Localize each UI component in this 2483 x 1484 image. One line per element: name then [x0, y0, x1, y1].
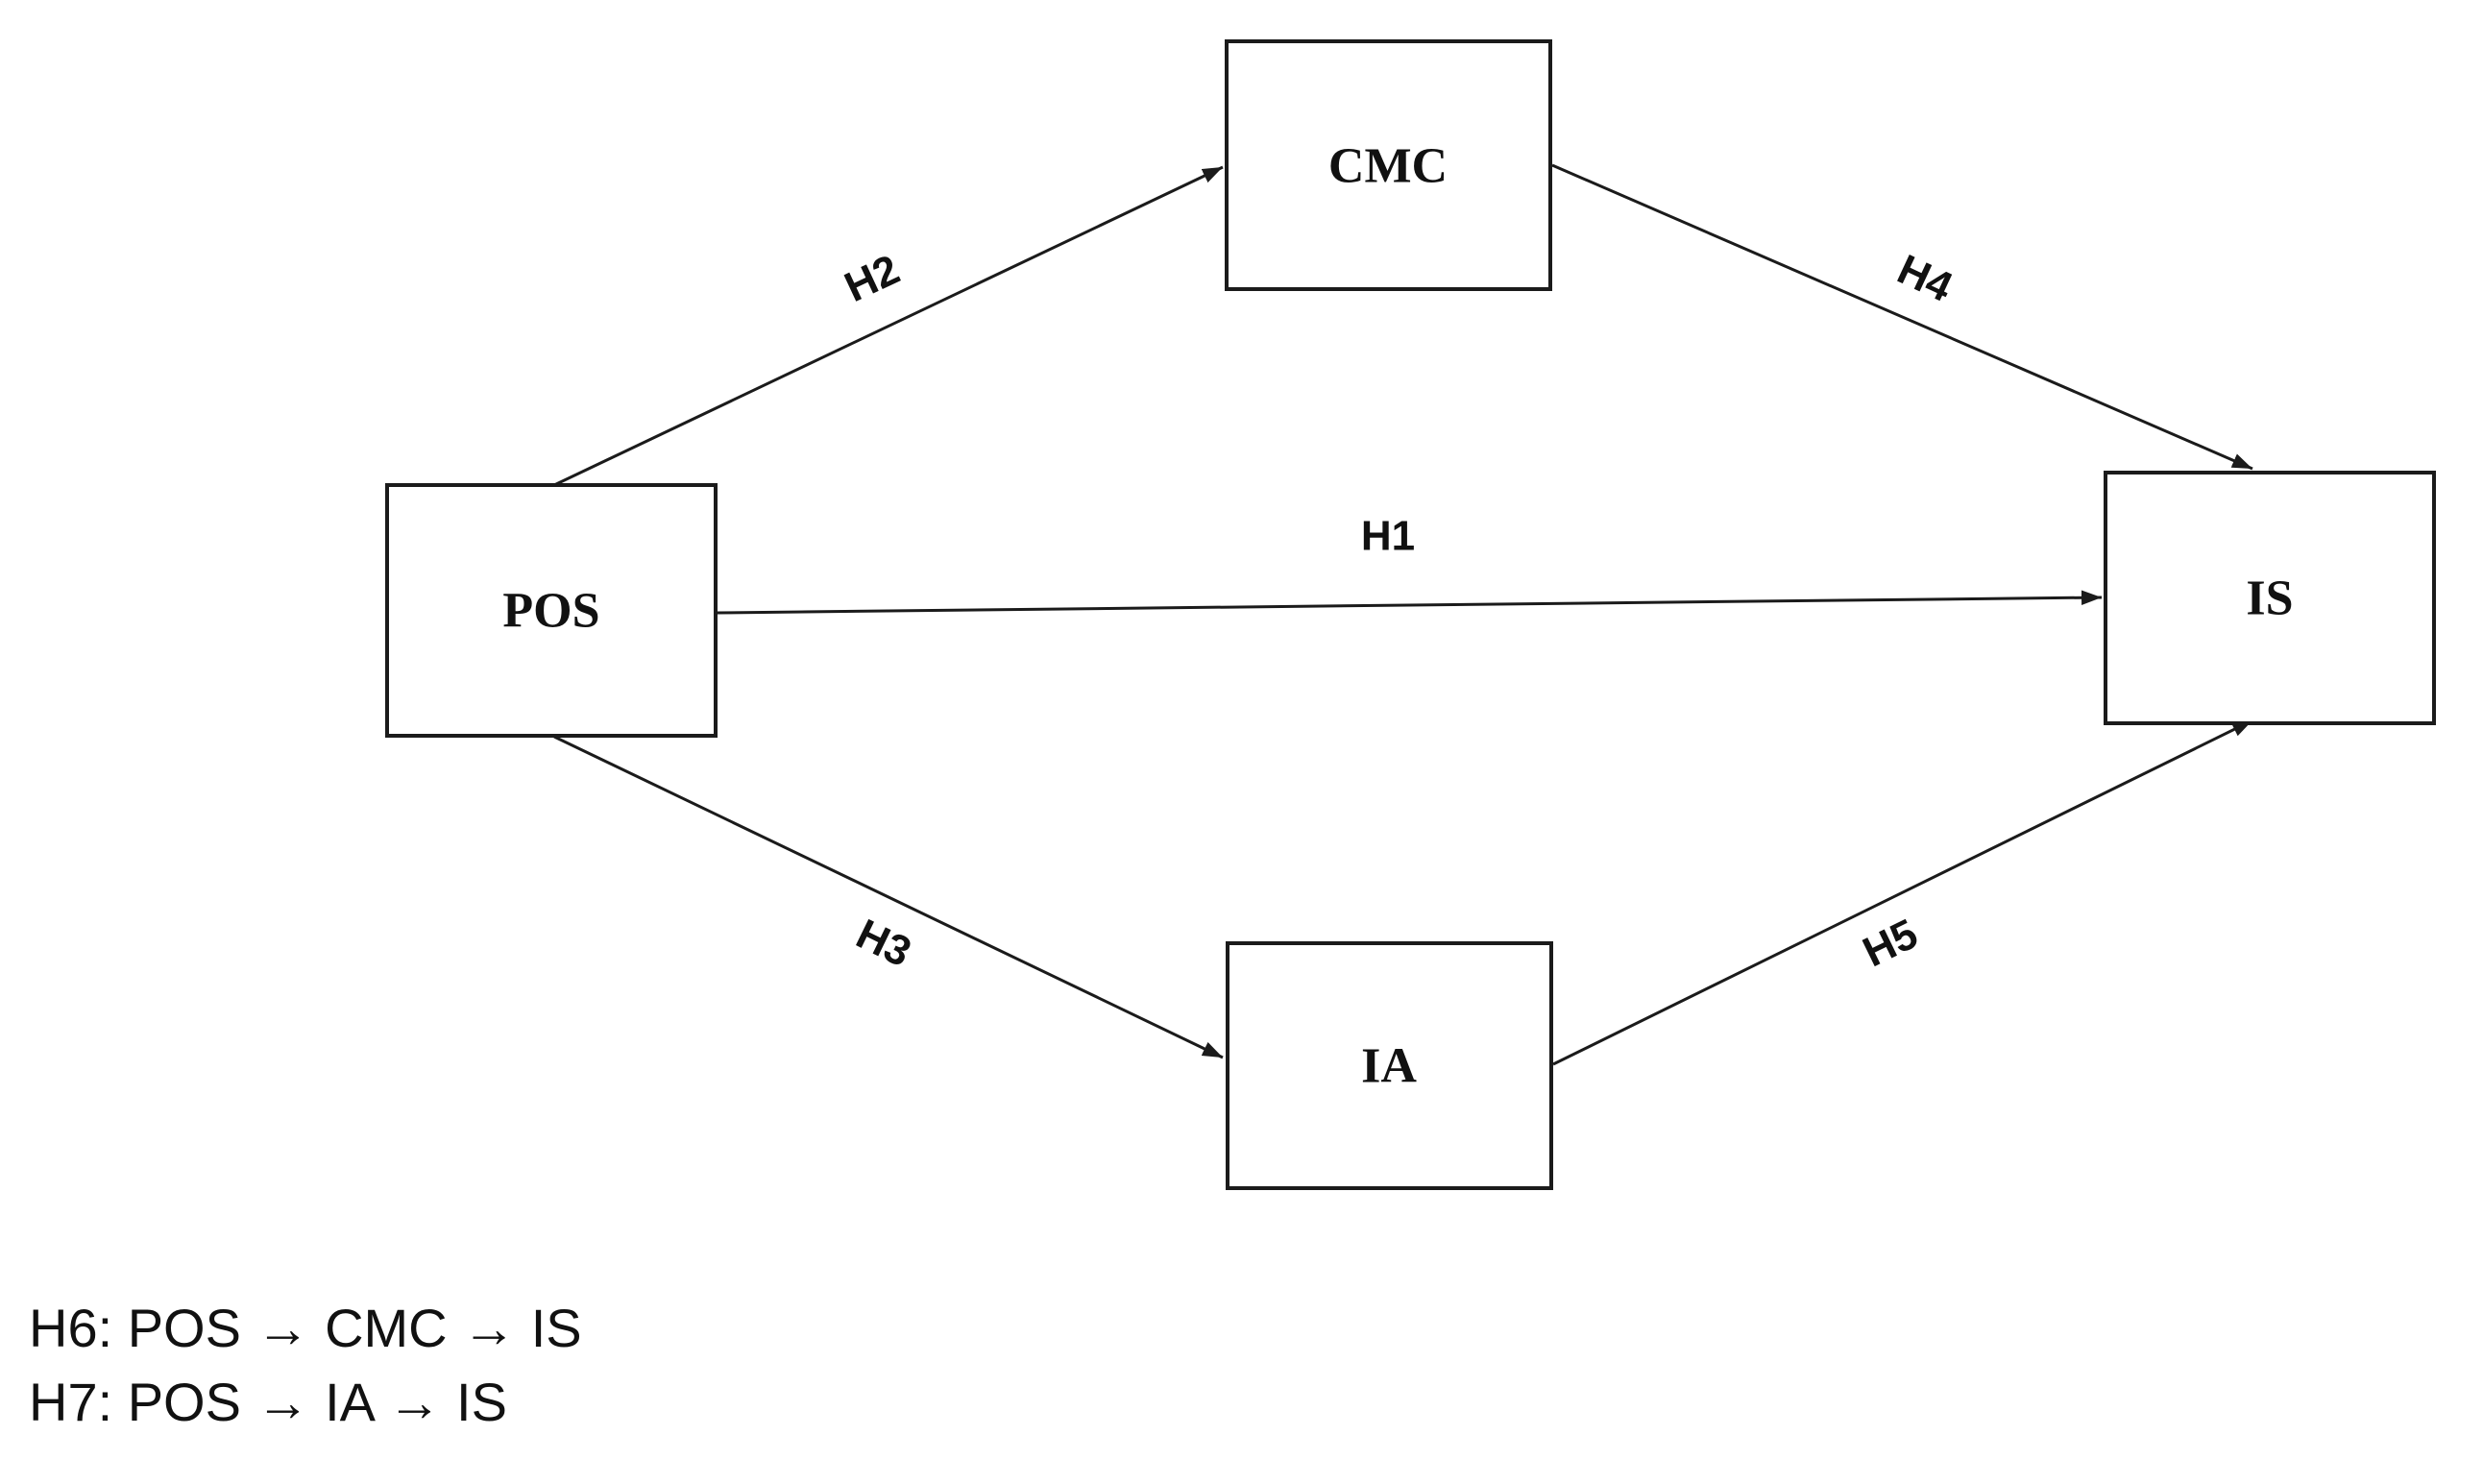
edge-label-h3: H3	[849, 911, 918, 977]
node-cmc-label: CMC	[1328, 139, 1448, 194]
edge-label-h2: H2	[838, 246, 907, 311]
edge-h4-cmc-to-is	[1551, 163, 2253, 471]
note-h7: H7: POS → IA → IS	[29, 1372, 507, 1432]
edge-label-h1: H1	[1361, 513, 1415, 560]
node-pos-label: POS	[502, 584, 599, 639]
node-ia-box	[1226, 941, 1553, 1190]
node-cmc-box	[1225, 39, 1552, 291]
note-h6: H6: POS → CMC → IS	[29, 1298, 582, 1358]
edge-label-h4: H4	[1890, 246, 1960, 311]
node-is-label: IS	[2246, 572, 2293, 626]
edge-h5-ia-to-is	[1552, 718, 2253, 1066]
node-cmc: CMC	[1225, 39, 1552, 291]
node-pos-box	[385, 483, 718, 738]
node-pos: POS	[385, 483, 718, 738]
edge-h1-pos-to-is	[717, 590, 2103, 615]
node-ia: IA	[1226, 941, 1553, 1190]
edge-h2-pos-to-cmc	[553, 165, 1224, 487]
node-ia-label: IA	[1361, 1039, 1417, 1094]
edge-label-h5: H5	[1856, 911, 1925, 977]
node-is-box	[2104, 471, 2436, 725]
node-is: IS	[2104, 471, 2436, 725]
edge-h3-pos-to-ia	[553, 735, 1224, 1059]
